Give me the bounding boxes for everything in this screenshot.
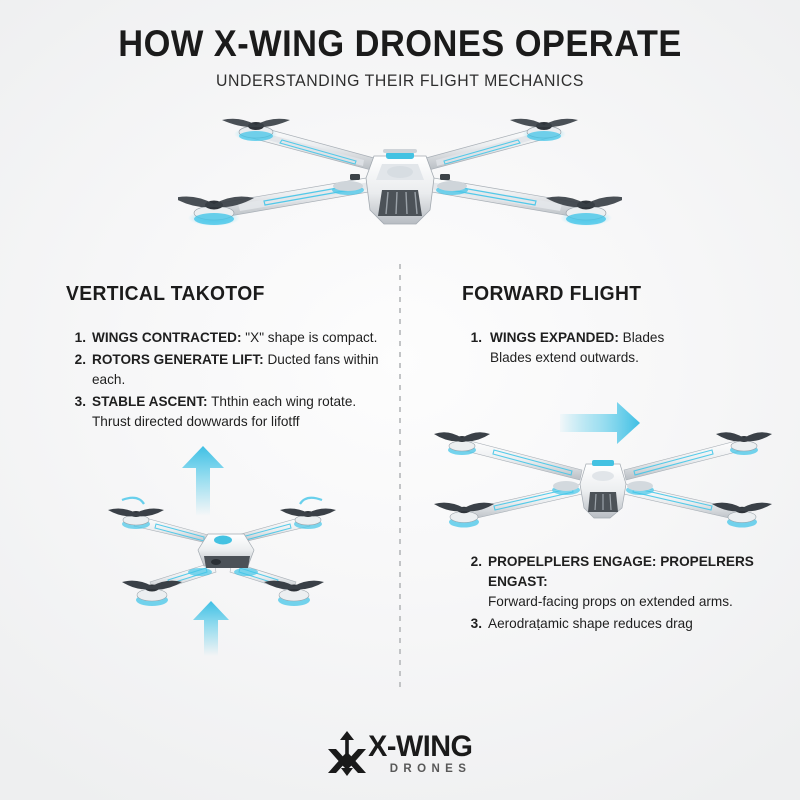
right-arrow (560, 402, 640, 444)
list-item: 2. PROPELPLERS ENGAGE: PROPELRERS ENGAST:… (462, 552, 792, 612)
forward-flight-illustration (424, 398, 782, 538)
left-column-heading: VERTICAL TAKOTOF (66, 282, 265, 305)
drone-fuselage (350, 149, 450, 225)
drone-upper-arms (247, 125, 553, 171)
drone-rotor-pods (108, 496, 336, 606)
list-item: 1. WINGS EXPANDED: Blades Blades extend o… (462, 328, 782, 368)
drone-forward-icon (434, 402, 772, 528)
step-continuation: Forward-facing props on extended arms. (488, 594, 733, 610)
takeoff-illustration (108, 438, 344, 663)
x-wing-logo-icon (327, 731, 366, 776)
drone-takeoff-icon (108, 446, 336, 656)
list-item: 3. STABLE ASCENT: Ththin each wing rotate… (66, 392, 386, 432)
right-column-heading: FORWARD FLIGHT (462, 282, 642, 305)
hero-drone-illustration (174, 112, 626, 252)
step-number: 1. (74, 330, 86, 345)
up-arrow-top (182, 446, 224, 516)
step-rest: Aerodraṭamic shape reduces drag (488, 616, 693, 632)
step-number: 3. (74, 394, 86, 410)
list-item: 3. Aerodraṭamic shape reduces drag (462, 614, 792, 634)
footer-logo: X-WING DRONES (0, 729, 800, 782)
drone-fuselage (197, 533, 255, 568)
step-rest: "X" shape is compact. (241, 330, 378, 345)
drone-fuselage (579, 460, 627, 519)
column-divider (399, 264, 401, 692)
right-step-list-upper: 1. WINGS EXPANDED: Blades Blades extend o… (462, 328, 782, 368)
logo-subtext: DRONES (389, 762, 472, 775)
right-step-list-lower-wrapper: 2. PROPELPLERS ENGAGE: PROPELRERS ENGAST:… (462, 552, 792, 636)
drone-icon (174, 118, 626, 226)
left-step-list: 1. WINGS CONTRACTED: "X" shape is compact… (66, 328, 386, 433)
logo-row: X-WING DRONES (326, 729, 475, 777)
step-lead: STABLE ASCENT: (92, 394, 208, 410)
page-subtitle: UNDERSTANDING THEIR FLIGHT MECHANICS (216, 70, 584, 90)
step-rest: Blades (618, 330, 665, 345)
step-number: 2. (74, 352, 86, 368)
list-item: 1. WINGS CONTRACTED: "X" shape is compact… (66, 328, 386, 348)
right-step-list-lower: 2. PROPELPLERS ENGAGE: PROPELRERS ENGAST:… (462, 552, 792, 634)
up-arrow-bottom (193, 601, 229, 656)
step-lead: WINGS CONTRACTED: (92, 330, 242, 345)
header: HOW X-WING DRONES OPERATE UNDERSTANDING … (0, 24, 800, 91)
step-lead: WINGS EXPANDED: (490, 330, 619, 345)
step-rest: Ducted fans within each. (92, 352, 379, 388)
column-vertical-takeoff: VERTICAL TAKOTOF 1. WINGS CONTRACTED: "X"… (66, 282, 386, 435)
page-title: HOW X-WING DRONES OPERATE (118, 23, 682, 64)
logo-wordmark: X-WING (367, 729, 473, 763)
step-lead: PROPELPLERS ENGAGE: PROPELRERS ENGAST: (488, 554, 754, 590)
drone-rotor-pods (434, 432, 772, 528)
step-continuation: Blades extend outwards. (490, 350, 639, 366)
drone-rotor-pods (174, 118, 626, 226)
step-number: 2. (470, 554, 482, 569)
step-continuation: Thrust directed dowwards for lifotff (92, 414, 300, 430)
list-item: 2. ROTORS GENERATE LIFT: Ducted fans with… (66, 350, 386, 390)
step-rest: Ththin each wing rotate. (207, 394, 357, 410)
step-number: 1. (470, 330, 482, 345)
column-forward-flight: FORWARD FLIGHT 1. WINGS EXPANDED: Blades … (462, 282, 782, 370)
step-number: 3. (470, 616, 482, 632)
step-lead: ROTORS GENERATE LIFT: (92, 352, 264, 368)
